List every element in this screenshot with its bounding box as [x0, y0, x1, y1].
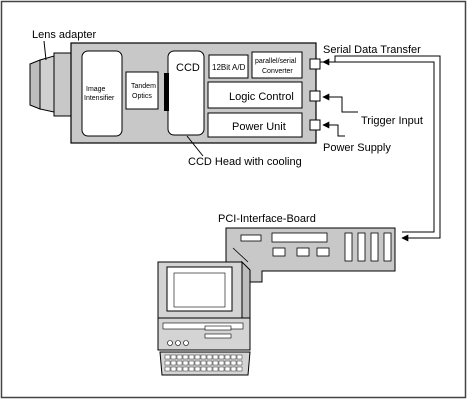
tandem-optics-label-2: Optics [132, 93, 152, 100]
logic-control-block [207, 81, 303, 109]
ccd-label: CCD [176, 62, 200, 74]
adc-block [208, 54, 249, 79]
trigger-input-label: Trigger Input [361, 115, 423, 127]
serial-connector [309, 58, 321, 70]
keyboard [159, 351, 251, 376]
lens-adapter-label: Lens adapter [32, 29, 97, 41]
lens-adapter [29, 52, 72, 117]
ccd-head-label: CCD Head with cooling [188, 156, 302, 168]
power-unit-block [207, 112, 303, 138]
lens-adapter-pointer [43, 40, 47, 61]
converter-label-2: Converter [262, 68, 293, 75]
ccd-sensor-bar [164, 73, 169, 111]
ccd-head-pointer [186, 135, 204, 157]
power-supply-label: Power Supply [323, 142, 391, 154]
image-intensifier-label-1: Image [86, 86, 106, 93]
trigger-input-line [322, 93, 358, 113]
power-connector [309, 119, 321, 131]
tandem-optics-label-1: Tandem [131, 83, 156, 90]
pc-case [157, 317, 251, 351]
image-intensifier [81, 50, 123, 137]
image-intensifier-label-2: Intensifier [84, 95, 115, 102]
power-unit-label: Power Unit [232, 121, 286, 133]
logic-control-label: Logic Control [229, 91, 294, 103]
serial-data-transfer-label: Serial Data Transfer [323, 44, 421, 56]
converter-label-1: parallel/serial [255, 58, 297, 65]
pc-monitor [157, 260, 251, 319]
tandem-optics [125, 71, 159, 110]
pci-board-label: PCI-Interface-Board [218, 213, 316, 225]
trigger-connector [309, 90, 321, 102]
converter-block [251, 51, 303, 79]
serial-data-line-in [322, 58, 435, 233]
pci-board [225, 227, 396, 283]
power-supply-line [322, 121, 345, 137]
adc-label: 12Bit A/D [212, 63, 246, 72]
